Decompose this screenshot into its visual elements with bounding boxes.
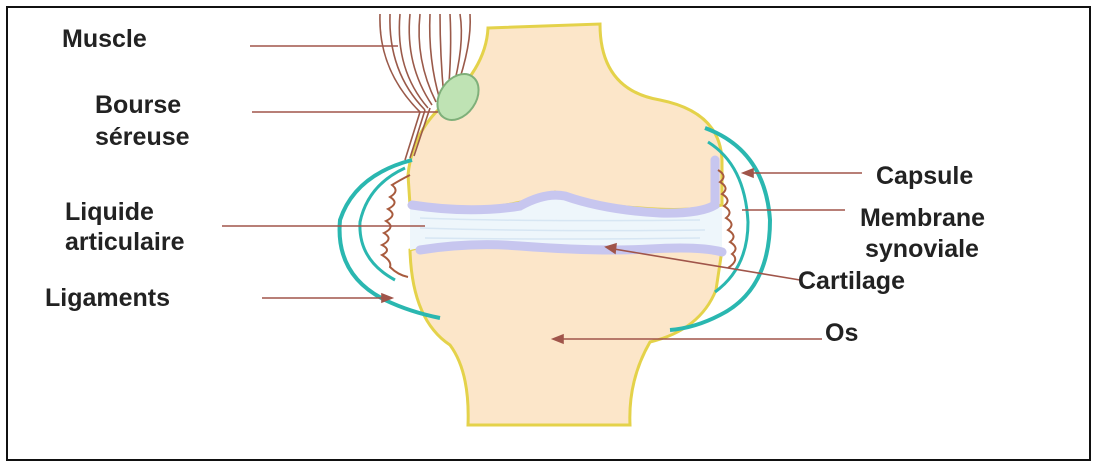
label-liquide-line2: articulaire (65, 227, 185, 257)
lower-bone (410, 243, 722, 425)
label-cartilage: Cartilage (798, 266, 905, 296)
arrowhead-capsule (743, 169, 753, 177)
label-bourse-line2: séreuse (95, 122, 190, 152)
label-liquide-line1: Liquide (65, 197, 154, 227)
label-muscle: Muscle (62, 24, 147, 54)
label-os: Os (825, 318, 858, 348)
label-bourse-line1: Bourse (95, 90, 181, 120)
capsule-left-inner (360, 168, 405, 280)
label-ligaments: Ligaments (45, 283, 170, 313)
label-membrane-line1: Membrane (860, 203, 985, 233)
label-capsule: Capsule (876, 161, 973, 191)
label-membrane-line2: synoviale (865, 234, 979, 264)
